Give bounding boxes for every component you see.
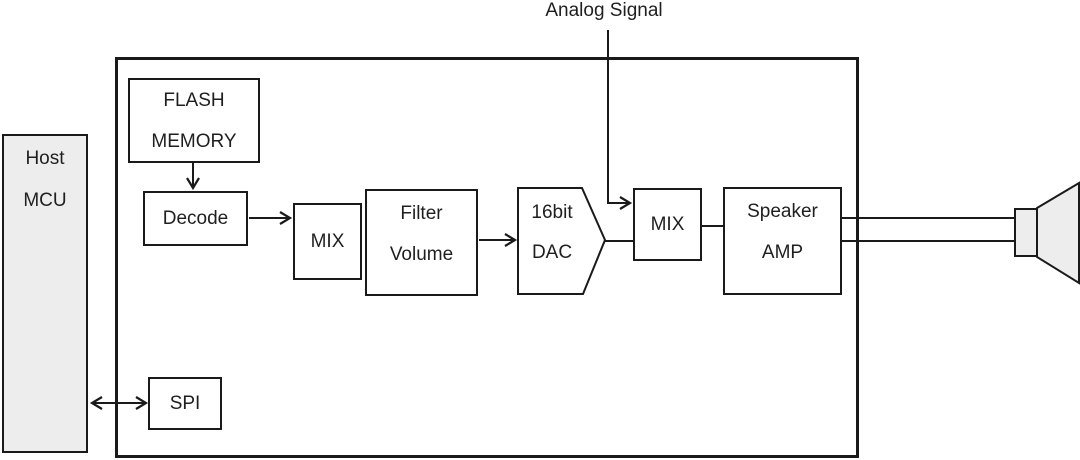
speaker-driver — [1014, 208, 1038, 257]
dac-block-label: 16bit DAC — [518, 188, 586, 294]
mix1-block: MIX — [293, 203, 362, 280]
filter-volume-label-line1: Filter — [400, 202, 443, 224]
speaker-amp-label-line2: AMP — [761, 242, 804, 263]
mix2-label: MIX — [650, 214, 685, 235]
speaker-horn — [1036, 181, 1080, 285]
filter-volume-block: Filter Volume — [365, 189, 478, 296]
decode-label: Decode — [162, 208, 229, 229]
spi-label: SPI — [169, 393, 201, 414]
dac-label-line1: 16bit — [531, 202, 573, 223]
mix1-label: MIX — [310, 231, 345, 252]
host-mcu-label-line1: Host — [25, 148, 65, 169]
analog-signal-label: Analog Signal — [545, 0, 663, 21]
spi-block: SPI — [148, 377, 222, 430]
host-mcu-label-line2: MCU — [23, 190, 67, 211]
flash-memory-label-line1: FLASH — [163, 89, 225, 111]
filter-volume-label-line2: Volume — [389, 243, 454, 265]
flash-memory-block: FLASH MEMORY — [128, 78, 260, 163]
mix2-block: MIX — [633, 188, 702, 261]
dac-label-line2: DAC — [531, 242, 573, 263]
chip-boundary — [115, 57, 859, 458]
decode-block: Decode — [143, 191, 248, 246]
speaker-icon — [1014, 181, 1080, 285]
speaker-amp-block: Speaker AMP — [723, 187, 842, 295]
flash-memory-label-line2: MEMORY — [151, 130, 237, 152]
speaker-amp-label-line1: Speaker — [747, 201, 818, 222]
host-mcu-block: Host MCU — [2, 134, 88, 453]
